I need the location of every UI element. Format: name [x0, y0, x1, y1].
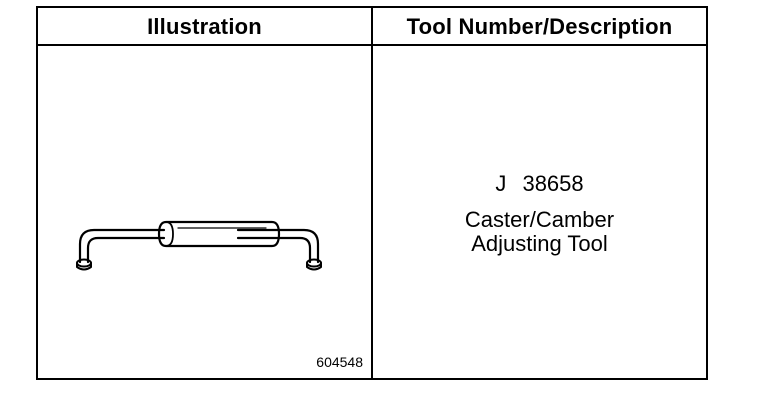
- figure-number: 604548: [316, 354, 363, 370]
- description-cell: J 38658 Caster/Camber Adjusting Tool: [373, 46, 706, 378]
- column-divider: [371, 8, 373, 378]
- tool-name-line-2: Adjusting Tool: [471, 231, 608, 256]
- tool-description: J 38658 Caster/Camber Adjusting Tool: [373, 172, 706, 256]
- tool-table: Illustration Tool Number/Description: [36, 6, 708, 380]
- header-tool-number-description: Tool Number/Description: [406, 14, 673, 39]
- illustration-cell: 604548: [38, 46, 371, 378]
- tool-number: J 38658: [495, 171, 584, 196]
- caster-camber-adjusting-tool-icon: [76, 220, 322, 271]
- tool-name-line-1: Caster/Camber: [464, 207, 615, 232]
- header-illustration: Illustration: [147, 14, 262, 39]
